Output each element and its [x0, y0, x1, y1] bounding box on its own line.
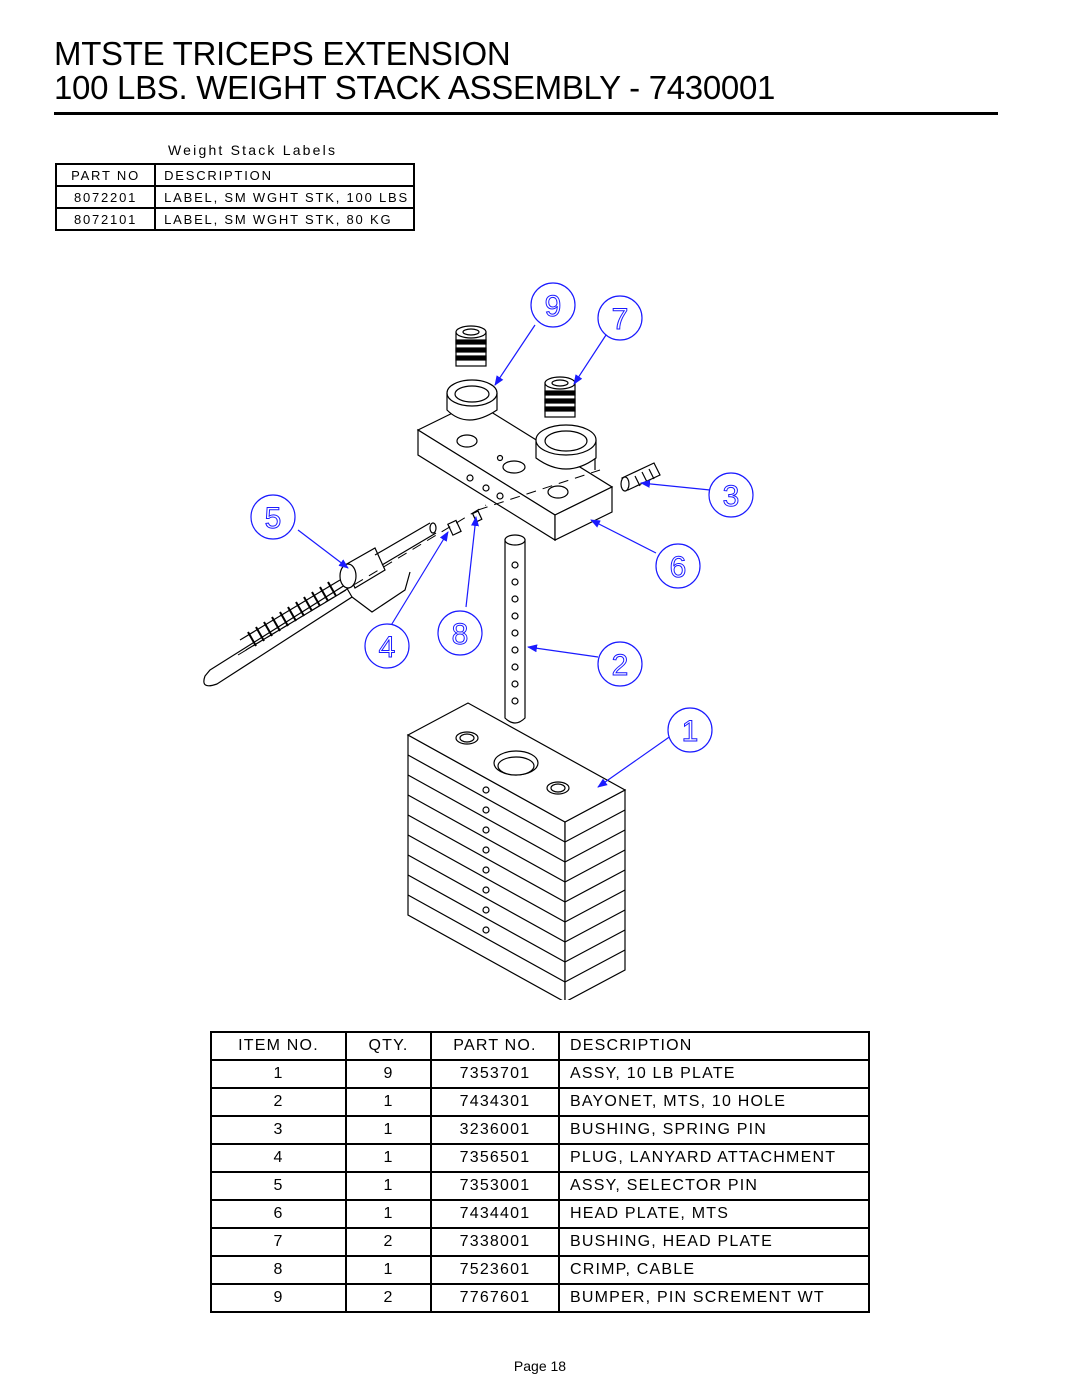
- qty-cell: 2: [345, 1283, 432, 1313]
- labels-col-description: DESCRIPTION: [154, 163, 415, 187]
- weight-stack-plates: [406, 702, 627, 1000]
- assembly-centerlines: [237, 469, 601, 656]
- item-no-cell: 1: [210, 1059, 347, 1089]
- qty-cell: 1: [345, 1255, 432, 1285]
- table-row: 8072201 LABEL, SM WGHT STK, 100 LBS: [54, 185, 415, 209]
- table-row: 1 9 7353701 ASSY, 10 LB PLATE: [210, 1059, 870, 1089]
- item-no-cell: 3: [210, 1115, 347, 1145]
- item-no-cell: 2: [210, 1087, 347, 1117]
- table-row: 6 1 7434401 HEAD PLATE, MTS: [210, 1199, 870, 1229]
- spring-pin-bushing: [620, 462, 661, 492]
- callout-balloon-3: [708, 472, 754, 518]
- item-no-cell: 9: [210, 1283, 347, 1313]
- callout-balloon-8: [437, 610, 483, 656]
- table-row: 9 2 7767601 BUMPER, PIN SCREMENT WT: [210, 1283, 870, 1313]
- qty-cell: 1: [345, 1115, 432, 1145]
- labels-description-cell: LABEL, SM WGHT STK, 80 KG: [154, 207, 415, 231]
- callout-number: 8: [452, 618, 469, 651]
- table-row: 7 2 7338001 BUSHING, HEAD PLATE: [210, 1227, 870, 1257]
- item-no-cell: 7: [210, 1227, 347, 1257]
- table-row: 8 1 7523601 CRIMP, CABLE: [210, 1255, 870, 1285]
- document-title-line-2: 100 LBS. WEIGHT STACK ASSEMBLY - 7430001: [54, 69, 776, 106]
- table-row: 2 1 7434301 BAYONET, MTS, 10 HOLE: [210, 1087, 870, 1117]
- labels-part-no-cell: 8072101: [54, 207, 157, 231]
- part-no-cell: 7353701: [430, 1059, 560, 1089]
- callout-balloon-9: [530, 282, 576, 328]
- callout-number: 1: [682, 715, 699, 748]
- item-no-cell: 6: [210, 1199, 347, 1229]
- qty-cell: 1: [345, 1199, 432, 1229]
- col-part-no: PART NO.: [430, 1031, 560, 1061]
- callout-number: 3: [723, 480, 740, 513]
- callout-balloon-6: [655, 543, 701, 589]
- table-row: 4 1 7356501 PLUG, LANYARD ATTACHMENT: [210, 1143, 870, 1173]
- head-plate: [416, 401, 614, 542]
- qty-cell: 1: [345, 1143, 432, 1173]
- callout-balloons: [250, 282, 754, 753]
- document-title-line-1: MTSTE TRICEPS EXTENSION: [54, 35, 511, 72]
- description-cell: BUSHING, HEAD PLATE: [558, 1227, 870, 1257]
- part-no-cell: 7434301: [430, 1087, 560, 1117]
- part-no-cell: 7523601: [430, 1255, 560, 1285]
- part-no-cell: 7353001: [430, 1171, 560, 1201]
- parts-table-header-row: ITEM NO. QTY. PART NO. DESCRIPTION: [210, 1031, 870, 1061]
- description-cell: ASSY, 10 LB PLATE: [558, 1059, 870, 1089]
- qty-cell: 1: [345, 1171, 432, 1201]
- col-item-no: ITEM NO.: [210, 1031, 347, 1061]
- lanyard-plug-and-crimp: [447, 510, 483, 536]
- item-no-cell: 4: [210, 1143, 347, 1173]
- bayonet-rod: [504, 534, 526, 724]
- labels-table-caption: Weight Stack Labels: [168, 142, 338, 158]
- item-no-cell: 5: [210, 1171, 347, 1201]
- description-cell: CRIMP, CABLE: [558, 1255, 870, 1285]
- part-no-cell: 7434401: [430, 1199, 560, 1229]
- callout-balloon-5: [250, 494, 296, 540]
- col-description: DESCRIPTION: [558, 1031, 870, 1061]
- bumpers: [455, 325, 576, 418]
- callout-leaders: [297, 324, 711, 788]
- callout-number: 5: [265, 502, 282, 535]
- title-underline: [54, 112, 998, 115]
- callout-number: 7: [612, 303, 629, 336]
- part-no-cell: 7338001: [430, 1227, 560, 1257]
- page-number: Page 18: [513, 1358, 567, 1374]
- callout-number: 6: [670, 551, 687, 584]
- qty-cell: 2: [345, 1227, 432, 1257]
- qty-cell: 9: [345, 1059, 432, 1089]
- labels-col-part-no: PART NO: [54, 163, 157, 187]
- labels-part-no-cell: 8072201: [54, 185, 157, 209]
- qty-cell: 1: [345, 1087, 432, 1117]
- table-row: 3 1 3236001 BUSHING, SPRING PIN: [210, 1115, 870, 1145]
- callout-number: 9: [545, 290, 562, 323]
- item-no-cell: 8: [210, 1255, 347, 1285]
- part-no-cell: 7767601: [430, 1283, 560, 1313]
- callout-balloon-4: [364, 623, 410, 669]
- description-cell: BUSHING, SPRING PIN: [558, 1115, 870, 1145]
- labels-description-cell: LABEL, SM WGHT STK, 100 LBS: [154, 185, 415, 209]
- table-row: 5 1 7353001 ASSY, SELECTOR PIN: [210, 1171, 870, 1201]
- head-plate-bushing: [446, 379, 597, 470]
- table-row: 8072101 LABEL, SM WGHT STK, 80 KG: [54, 207, 415, 231]
- weight-stack-labels-table: PART NO DESCRIPTION 8072201 LABEL, SM WG…: [54, 163, 415, 231]
- description-cell: ASSY, SELECTOR PIN: [558, 1171, 870, 1201]
- col-qty: QTY.: [345, 1031, 432, 1061]
- callout-balloon-2: [597, 641, 643, 687]
- description-cell: BAYONET, MTS, 10 HOLE: [558, 1087, 870, 1117]
- exploded-assembly-diagram: 1 2 3 4 5 6 7 8 9: [203, 282, 754, 1000]
- description-cell: BUMPER, PIN SCREMENT WT: [558, 1283, 870, 1313]
- description-cell: HEAD PLATE, MTS: [558, 1199, 870, 1229]
- callout-number: 2: [612, 649, 629, 682]
- description-cell: PLUG, LANYARD ATTACHMENT: [558, 1143, 870, 1173]
- part-no-cell: 7356501: [430, 1143, 560, 1173]
- callout-number: 4: [379, 631, 396, 664]
- part-no-cell: 3236001: [430, 1115, 560, 1145]
- callout-balloon-7: [597, 295, 643, 341]
- parts-list-table: ITEM NO. QTY. PART NO. DESCRIPTION 1 9 7…: [210, 1031, 870, 1313]
- selector-pin: [203, 522, 437, 687]
- callout-balloon-1: [667, 707, 713, 753]
- labels-table-header-row: PART NO DESCRIPTION: [54, 163, 415, 187]
